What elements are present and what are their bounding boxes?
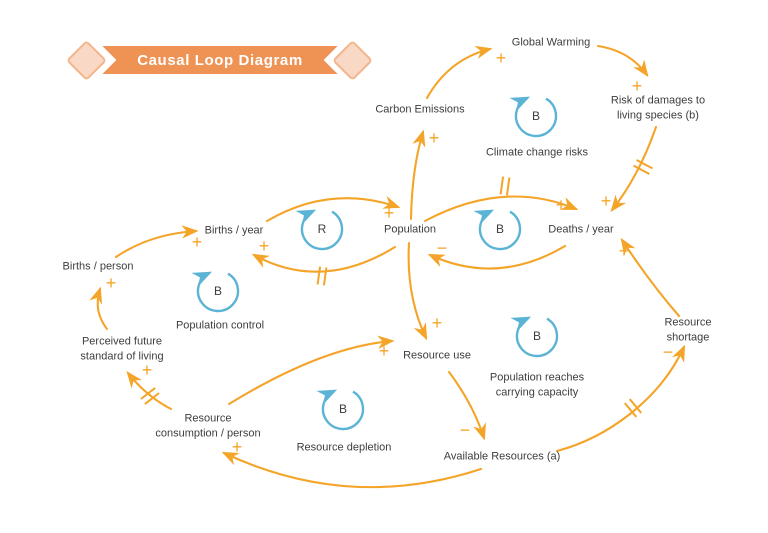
link-population-to-resource-use: + — [407, 241, 443, 341]
polarity-sign: + — [192, 232, 203, 252]
loop-arrow-icon — [473, 209, 522, 251]
polarity-sign: − — [460, 420, 471, 440]
polarity-sign: + — [619, 241, 630, 261]
polarity-sign: + — [379, 341, 390, 361]
polarity-sign: + — [601, 191, 612, 211]
title-banner: Causal Loop Diagram — [97, 46, 343, 74]
polarity-sign: + — [232, 437, 243, 457]
link-perceived-future-to-births-person: + — [89, 273, 117, 331]
loop-arrow-icon — [191, 271, 240, 313]
delay-marks-icon — [633, 159, 653, 175]
link-available-resources-to-resource-shortage: − — [555, 342, 686, 453]
polarity-sign: + — [496, 48, 507, 68]
delay-marks-icon — [499, 176, 511, 196]
delay-marks-icon — [316, 266, 328, 286]
loop-letter: B — [533, 329, 541, 343]
loop-arrow-icon — [295, 209, 344, 251]
polarity-sign: + — [432, 313, 443, 333]
link-resource-consumption-to-resource-use: + — [227, 335, 395, 406]
polarity-sign: + — [142, 360, 153, 380]
polarity-sign: + — [384, 203, 395, 223]
link-population-to-births-year: + — [251, 236, 397, 286]
link-resource-consumption-to-perceived-future: + — [126, 360, 173, 411]
link-risk-damages-to-deaths-year: + — [601, 125, 658, 212]
loop-marker-resource-depletion: B — [316, 389, 365, 431]
polarity-sign: + — [429, 128, 440, 148]
loop-letter: B — [496, 222, 504, 236]
link-deaths-year-to-population: − — [427, 238, 567, 270]
loop-letter: B — [532, 109, 540, 123]
loop-marker-carrying-capacity: B — [510, 316, 559, 358]
delay-marks-icon — [140, 387, 160, 405]
link-global-warming-to-risk-damages: + — [596, 44, 649, 96]
page-title: Causal Loop Diagram — [137, 51, 303, 69]
loop-marker-population-control: B — [191, 271, 240, 313]
link-population-to-deaths-year: + — [423, 176, 579, 223]
link-births-person-to-births-year: + — [114, 225, 203, 259]
loop-marker-reproduction: R — [295, 209, 344, 251]
loop-letter: B — [339, 402, 347, 416]
link-population-to-carbon-emissions: + — [409, 128, 440, 221]
link-births-year-to-population: + — [265, 196, 401, 223]
loop-arrow-icon — [509, 96, 558, 138]
polarity-sign: + — [632, 76, 643, 96]
link-available-resources-to-resource-consumption: + — [221, 437, 483, 489]
link-resource-shortage-to-deaths-year: + — [619, 237, 681, 318]
polarity-sign: − — [663, 342, 674, 362]
link-carbon-emissions-to-global-warming: + — [425, 45, 507, 100]
polarity-sign: + — [259, 236, 270, 256]
delay-marks-icon — [623, 398, 643, 418]
loop-arrow-icon — [510, 316, 559, 358]
loop-marker-climate-change-risks: B — [509, 96, 558, 138]
link-resource-use-to-available-resources: − — [447, 370, 486, 441]
loop-marker-deaths-balance: B — [473, 209, 522, 251]
loop-letter: B — [214, 284, 222, 298]
loop-letter: R — [318, 222, 327, 236]
polarity-sign: − — [437, 238, 448, 258]
polarity-sign: + — [556, 195, 567, 215]
polarity-sign: + — [106, 273, 117, 293]
loop-arrow-icon — [316, 389, 365, 431]
